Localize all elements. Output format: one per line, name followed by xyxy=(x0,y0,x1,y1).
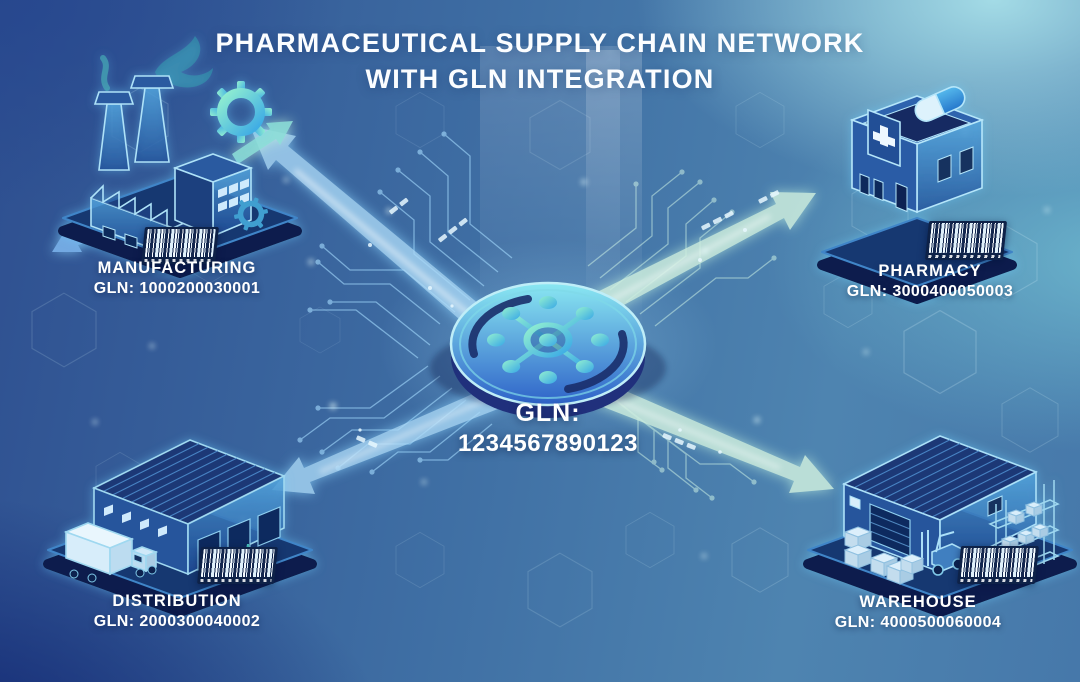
node-warehouse: WAREHOUSE GLN: 4000500060004 xyxy=(778,592,1058,634)
data-bits xyxy=(356,190,780,454)
page-title: PHARMACEUTICAL SUPPLY CHAIN NETWORK WITH… xyxy=(0,26,1080,97)
barcode-icon xyxy=(924,221,1008,260)
hub-spokes-icon xyxy=(487,296,609,384)
hub-gln: GLN: 1234567890123 xyxy=(398,398,698,459)
node-label: WAREHOUSE xyxy=(859,593,977,611)
node-pharmacy: PHARMACY GLN: 3000400050003 xyxy=(790,261,1070,303)
node-gln: GLN: 4000500060004 xyxy=(834,614,1002,632)
distribution-warehouse-truck-icon xyxy=(43,439,317,617)
barcode-icon xyxy=(197,547,278,584)
truck-icon xyxy=(63,522,159,583)
title-line-1: PHARMACEUTICAL SUPPLY CHAIN NETWORK xyxy=(215,28,865,58)
hub-gln-value: 1234567890123 xyxy=(457,430,639,458)
gear-icon xyxy=(210,81,272,143)
network-hub-icon xyxy=(430,281,666,418)
gear-icon-small xyxy=(234,197,268,231)
node-label: DISTRIBUTION xyxy=(112,592,242,610)
title-line-2: WITH GLN INTEGRATION xyxy=(365,63,715,94)
node-gln: GLN: 2000300040002 xyxy=(93,613,261,631)
chimney xyxy=(134,87,170,163)
node-distribution: DISTRIBUTION GLN: 2000300040002 xyxy=(37,591,317,633)
node-gln: GLN: 1000200030001 xyxy=(93,280,261,298)
node-gln: GLN: 3000400050003 xyxy=(846,283,1014,301)
hub-gln-label: GLN: xyxy=(515,399,581,427)
chimney xyxy=(98,103,130,171)
capsule-icon xyxy=(914,86,966,122)
node-manufacturing: MANUFACTURING GLN: 1000200030001 xyxy=(37,258,317,300)
node-label: MANUFACTURING xyxy=(97,259,257,277)
circuit-traces-left xyxy=(297,131,513,475)
small-arrow-up-right xyxy=(232,121,293,164)
barcode-icon xyxy=(957,546,1039,584)
medical-cross-icon xyxy=(873,125,895,147)
smoke xyxy=(155,36,213,88)
node-label: PHARMACY xyxy=(878,262,982,280)
warehouse-storage-icon xyxy=(803,435,1077,617)
